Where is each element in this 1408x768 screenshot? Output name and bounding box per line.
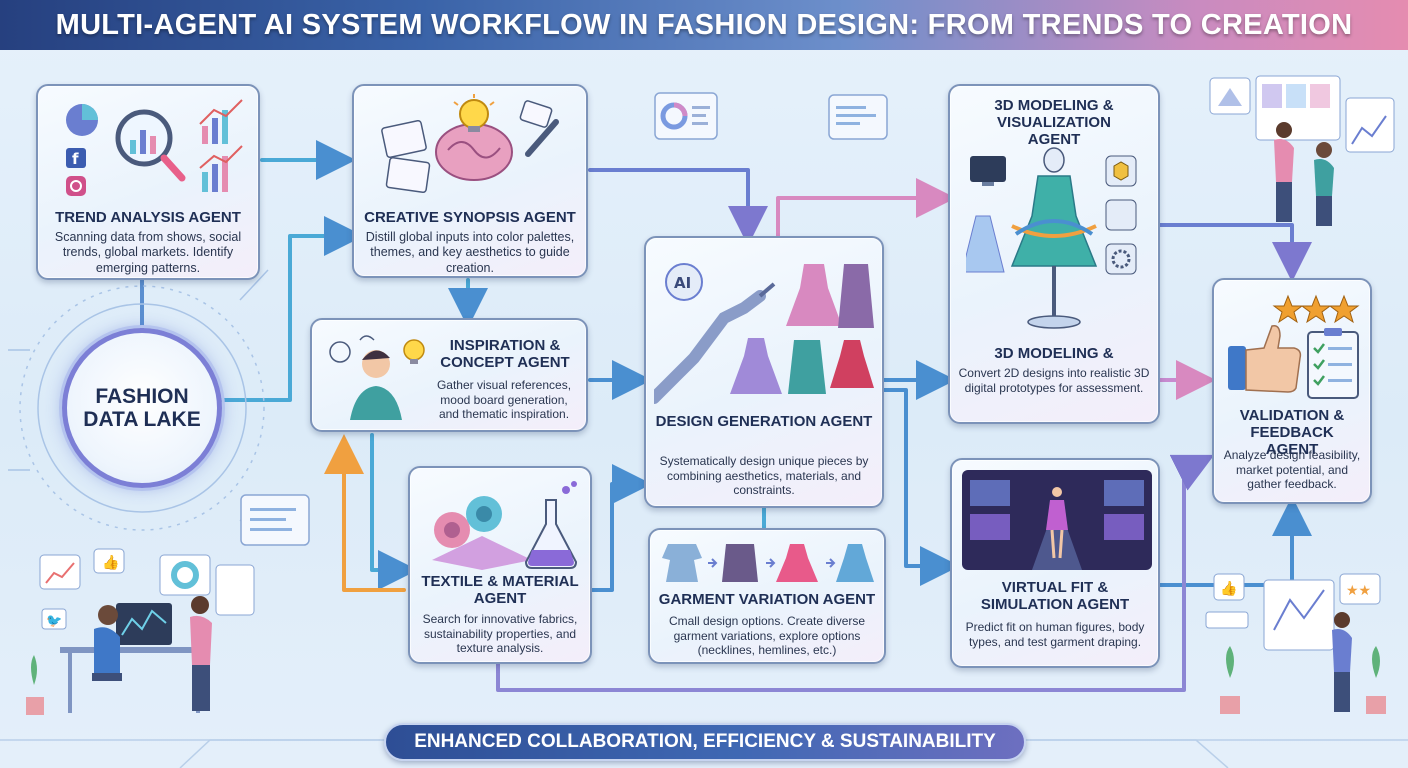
virtual-fit-agent-card[interactable]: VIRTUAL FIT & SIMULATION AGENT Predict f… [950, 458, 1160, 668]
ai-badge-icon: AI [665, 263, 703, 301]
mannequin-icon [1010, 147, 1098, 329]
garment-variation-agent-card[interactable]: GARMENT VARIATION AGENT Cmall design opt… [648, 528, 886, 664]
team-analytics-scene: 👍 🐦 [26, 548, 255, 715]
creative-synopsis-agent-card[interactable]: CREATIVE SYNOPSIS AGENT Distill global i… [352, 84, 588, 278]
person-thinking-icon [329, 335, 425, 420]
code-window-icon [828, 94, 888, 140]
dress-icon [730, 264, 874, 394]
star-icon [1272, 294, 1360, 324]
trend-analysis-agent-title: TREND ANALYSIS AGENT [55, 209, 241, 226]
creative-synopsis-illustration [381, 94, 559, 193]
trend-analysis-illustration: f [66, 99, 243, 196]
wire-lake-synopsis [220, 216, 364, 402]
thumbs-up-icon [1228, 324, 1302, 393]
mannequin-illustration [966, 147, 1137, 329]
3d-modeling-agent-header: 3D MODELING & VISUALIZATION AGENT [994, 97, 1114, 148]
gear-icon [1105, 243, 1137, 275]
svg-text:👍: 👍 [1220, 580, 1237, 597]
svg-text:AI: AI [674, 274, 691, 292]
textile-illustration [432, 481, 578, 570]
svg-text:f: f [72, 150, 79, 168]
dashboard-widget-icon [654, 92, 718, 140]
svg-text:👍: 👍 [102, 554, 119, 571]
virtual-fit-agent-desc: Predict fit on human figures, body types… [965, 620, 1145, 649]
data-lake-label-line1: FASHION [95, 384, 189, 408]
inspiration-concept-agent-card[interactable]: INSPIRATION & CONCEPT AGENT Gather visua… [310, 318, 588, 432]
fabric-roll-icon [432, 496, 532, 570]
trend-analysis-agent-card[interactable]: f TREND ANALYSIS AGENT Scanning data fro… [36, 84, 260, 280]
design-generation-illustration: AI [654, 263, 874, 404]
pie-chart-icon [66, 104, 98, 136]
footer-banner: ENHANCED COLLABORATION, EFFICIENCY & SUS… [384, 723, 1026, 761]
validation-feedback-agent-title: VALIDATION & FEEDBACK AGENT [1239, 407, 1345, 458]
page-title: MULTI-AGENT AI SYSTEM WORKFLOW IN FASHIO… [0, 0, 1408, 50]
3d-modeling-agent-title: 3D MODELING & [994, 345, 1114, 362]
garment-variation-agent-title: GARMENT VARIATION AGENT [658, 591, 876, 608]
creative-synopsis-agent-title: CREATIVE SYNOPSIS AGENT [364, 209, 576, 226]
flask-icon [524, 481, 578, 569]
wire-feedback-loop [496, 454, 1215, 692]
wire-modeling-validation [1158, 223, 1312, 282]
instagram-icon [66, 176, 86, 196]
svg-text:🐦: 🐦 [46, 614, 62, 629]
wire-design-virtual [882, 388, 960, 586]
creative-synopsis-agent-desc: Distill global inputs into color palette… [365, 230, 575, 275]
wire-inspiration-textile [370, 433, 418, 590]
wire-design-modeling-top [776, 178, 956, 238]
validation-feedback-agent-card[interactable]: VALIDATION & FEEDBACK AGENT Analyze desi… [1212, 278, 1372, 504]
inspiration-concept-agent-title: INSPIRATION & CONCEPT AGENT [440, 337, 570, 371]
inspiration-concept-agent-desc: Gather visual references, mood board gen… [436, 378, 572, 422]
fashion-data-lake[interactable]: FASHION DATA LAKE [62, 328, 222, 488]
design-generation-agent-card[interactable]: AI DESIGN GENERATION AGENT Systematicall… [644, 236, 884, 508]
robot-hand-icon [654, 282, 776, 404]
chat-window-icon [240, 494, 310, 546]
lightbulb-icon [403, 339, 425, 364]
scan-icon [1105, 199, 1137, 231]
facebook-icon: f [66, 148, 86, 168]
dress-icon [966, 215, 1005, 273]
virtual-fit-agent-title: VIRTUAL FIT & SIMULATION AGENT [980, 579, 1130, 613]
garment-variation-illustration [662, 544, 874, 582]
3d-modeling-agent-card[interactable]: 3D MODELING & VISUALIZATION AGENT 3D MOD… [948, 84, 1160, 424]
textile-material-agent-desc: Search for innovative fabrics, sustainab… [422, 612, 578, 656]
cube-icon [1105, 155, 1137, 187]
design-generation-agent-desc: Systematically design unique pieces by c… [659, 454, 869, 498]
brain-icon [435, 123, 513, 181]
magnifier-icon [115, 109, 186, 182]
virtual-runway-illustration [962, 470, 1152, 570]
data-lake-label-line2: DATA LAKE [83, 408, 201, 431]
review-team-scene [1209, 75, 1395, 226]
wire-textile-design [590, 464, 652, 592]
validation-illustration [1228, 294, 1360, 399]
monitor-icon [970, 156, 1006, 186]
wire-synopsis-design [588, 168, 768, 246]
checklist-icon [1307, 328, 1359, 399]
wire-textile-inspiration [324, 434, 406, 592]
coat-icon [788, 264, 874, 394]
textile-material-agent-card[interactable]: TEXTILE & MATERIAL AGENT Search for inno… [408, 466, 592, 664]
textile-material-agent-title: TEXTILE & MATERIAL AGENT [421, 573, 579, 607]
feedback-team-scene: 👍 ★★ [1205, 573, 1386, 714]
pencil-icon [519, 100, 559, 157]
validation-feedback-agent-desc: Analyze design feasibility, market poten… [1223, 448, 1361, 492]
lightbulb-icon [453, 94, 495, 132]
bar-chart-icon [199, 99, 243, 192]
garment-variation-agent-desc: Cmall design options. Create diverse gar… [668, 614, 866, 658]
3d-modeling-agent-desc: Convert 2D designs into realistic 3D dig… [958, 366, 1150, 395]
trend-analysis-agent-desc: Scanning data from shows, social trends,… [54, 230, 242, 275]
design-generation-agent-title: DESIGN GENERATION AGENT [655, 413, 873, 430]
svg-text:★★: ★★ [1346, 583, 1371, 599]
